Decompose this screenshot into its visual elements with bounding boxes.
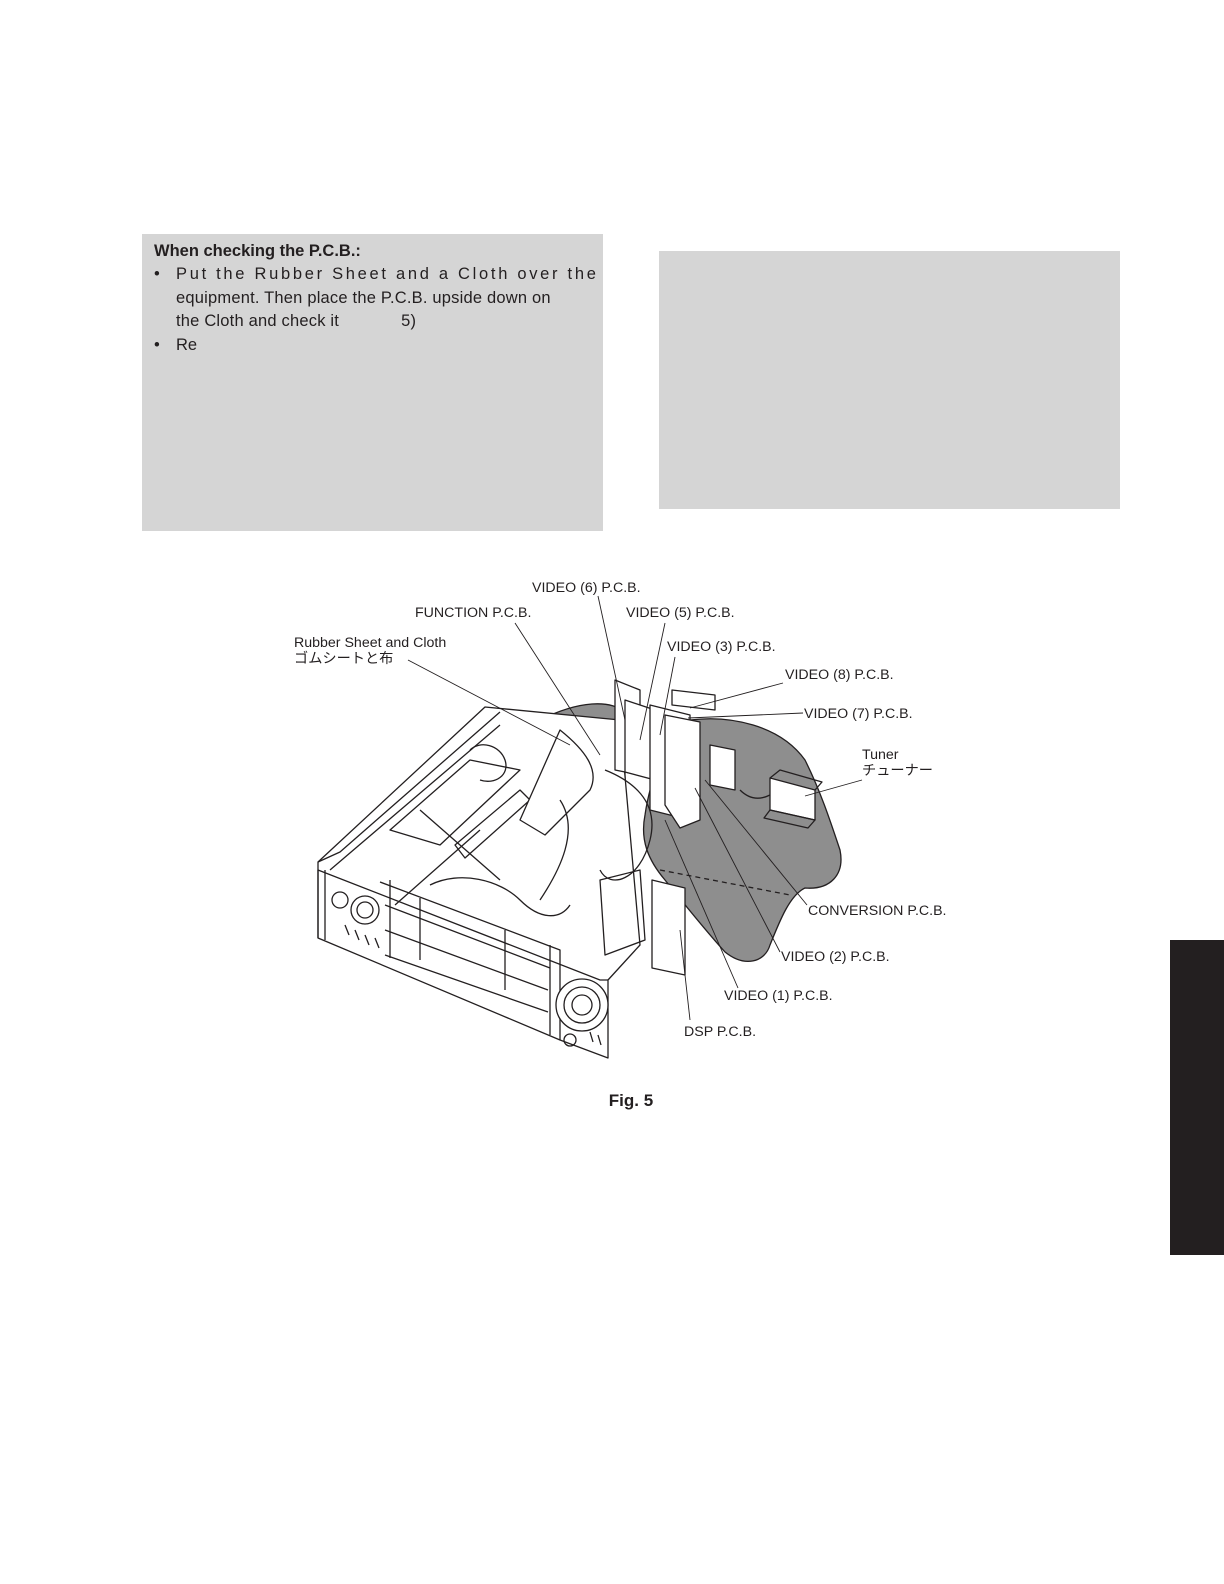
note-box-blank: [659, 251, 1120, 509]
bullet-dot: •: [154, 265, 160, 283]
bullet-line-2: equipment. Then place the P.C.B. upside …: [176, 288, 551, 307]
dsp-pcb: [651, 879, 686, 976]
knob-left: [350, 895, 380, 925]
function-pcb: [519, 729, 594, 836]
bullet-line-1: Put the Rubber Sheet and a Cloth over th…: [176, 265, 599, 283]
label-rubber-sheet: Rubber Sheet and Cloth ゴムシートと布: [294, 635, 446, 667]
conversion-pcb: [664, 714, 701, 829]
note-title: When checking the P.C.B.:: [154, 242, 361, 260]
video8-pcb: [671, 689, 716, 711]
label-function: FUNCTION P.C.B.: [415, 605, 532, 621]
label-video5: VIDEO (5) P.C.B.: [626, 605, 735, 621]
label-tuner-en: Tuner: [862, 747, 899, 763]
label-video6: VIDEO (6) P.C.B.: [532, 580, 641, 596]
label-video1: VIDEO (1) P.C.B.: [724, 988, 833, 1004]
label-video8: VIDEO (8) P.C.B.: [785, 667, 894, 683]
bullet-second-text: Re: [176, 335, 198, 354]
label-rubber-sheet-en: Rubber Sheet and Cloth: [294, 635, 447, 651]
bullet-rubber-sheet: • Put the Rubber Sheet and a Cloth over …: [154, 263, 599, 334]
label-tuner: Tuner チューナー: [862, 747, 933, 779]
label-video3: VIDEO (3) P.C.B.: [667, 639, 776, 655]
bullet-second: • Re: [154, 334, 592, 358]
bullet-line-3a: the Cloth and check it: [176, 312, 340, 330]
bullet-line-3: the Cloth and check it 5): [176, 310, 592, 334]
side-index-tab: [1170, 940, 1224, 1255]
bullet-line-3b: 5): [401, 312, 417, 330]
bullet-dot: •: [154, 335, 160, 354]
label-rubber-sheet-jp: ゴムシートと布: [294, 651, 394, 667]
label-video2: VIDEO (2) P.C.B.: [781, 949, 890, 965]
label-video7: VIDEO (7) P.C.B.: [804, 706, 913, 722]
label-dsp: DSP P.C.B.: [684, 1024, 757, 1040]
note-box-pcb-check: When checking the P.C.B.: • Put the Rubb…: [142, 234, 603, 531]
label-tuner-jp: チューナー: [862, 763, 933, 779]
figure-caption: Fig. 5: [608, 1091, 654, 1110]
label-conversion: CONVERSION P.C.B.: [808, 903, 947, 919]
